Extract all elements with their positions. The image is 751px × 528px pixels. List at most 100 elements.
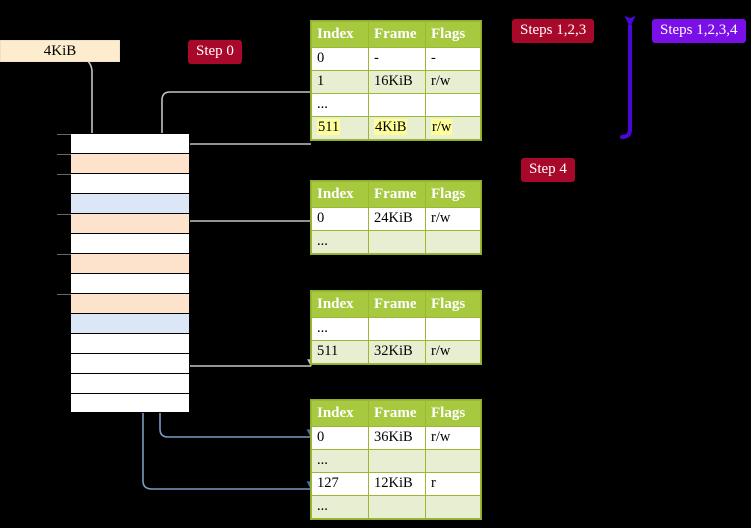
table-row: ... (311, 93, 481, 117)
cell-frame: 36KiB (368, 426, 426, 450)
cell-frame (368, 449, 426, 473)
memory-frame-tick (57, 254, 71, 255)
column-header-flags: Flags (425, 291, 481, 318)
cell-frame: 12KiB (368, 472, 426, 496)
memory-frame-row (57, 253, 190, 273)
steps-123-badge: Steps 1,2,3 (512, 19, 595, 43)
cell-flags (425, 317, 481, 341)
memory-frame-tick (57, 154, 71, 155)
column-header-flags: Flags (425, 21, 481, 48)
cell-flags: r (425, 472, 481, 496)
cell-frame: - (368, 47, 426, 71)
table-row: ... (311, 230, 481, 254)
cell-flags: - (425, 47, 481, 71)
steps-1234-badge: Steps 1,2,3,4 (652, 19, 746, 43)
cell-frame (368, 230, 426, 254)
memory-frame-row (70, 353, 190, 373)
cell-frame: 32KiB (368, 340, 426, 364)
memory-frame-row (70, 233, 190, 253)
wire-steps-1234-bracket (620, 16, 636, 139)
cell-flags (425, 230, 481, 254)
cell-frame: 4KiB (368, 116, 426, 140)
step-4-badge: Step 4 (521, 158, 575, 182)
cell-index: 511 (311, 116, 369, 140)
column-header-index: Index (311, 291, 369, 318)
wire-table0-row511-to-memory (177, 143, 311, 226)
memory-frame-row (70, 333, 190, 353)
cell-frame: 16KiB (368, 70, 426, 94)
memory-frame-row (57, 213, 190, 233)
cell-frame (368, 93, 426, 117)
cell-frame (368, 317, 426, 341)
column-header-frame: Frame (368, 400, 426, 427)
table-row: ... (311, 317, 481, 341)
wire-table2-row511-to-memory (177, 312, 315, 367)
cell-frame: 24KiB (368, 207, 426, 231)
memory-frame-row (57, 293, 190, 313)
memory-frame-row (70, 373, 190, 393)
cell-flags (425, 449, 481, 473)
cell-index: ... (311, 230, 369, 254)
cell-flags (425, 93, 481, 117)
memory-frame-tick (57, 294, 71, 295)
column-header-index: Index (311, 21, 369, 48)
cell-index: ... (311, 495, 369, 519)
column-header-index: Index (311, 400, 369, 427)
memory-frame-row (70, 193, 190, 213)
cell-flags: r/w (425, 116, 481, 140)
cell-flags: r/w (425, 70, 481, 94)
cell-flags: r/w (425, 426, 481, 450)
memory-frame-tick (57, 134, 71, 135)
column-header-index: Index (311, 181, 369, 208)
table-row: ... (311, 449, 481, 473)
column-header-frame: Frame (368, 21, 426, 48)
cell-index: 0 (311, 47, 369, 71)
column-header-flags: Flags (425, 181, 481, 208)
physical-memory-column (57, 133, 190, 413)
column-header-frame: Frame (368, 291, 426, 318)
size-label-4kib: 4KiB (0, 40, 120, 62)
memory-frame-row (57, 153, 190, 173)
cell-index: ... (311, 93, 369, 117)
cell-highlight: r/w (431, 119, 453, 135)
memory-frame-row (70, 273, 190, 293)
cell-index: 0 (311, 207, 369, 231)
memory-frame-row (70, 393, 190, 413)
step-0-badge: Step 0 (188, 40, 242, 64)
cell-flags: r/w (425, 207, 481, 231)
cell-flags: r/w (425, 340, 481, 364)
column-header-flags: Flags (425, 400, 481, 427)
memory-frame-tick (57, 174, 71, 175)
cell-index: 127 (311, 472, 369, 496)
table-row: ... (311, 495, 481, 519)
cell-index: ... (311, 449, 369, 473)
memory-frame-row (70, 313, 190, 333)
cell-highlight: 4KiB (374, 119, 408, 135)
memory-frame-tick (57, 214, 71, 215)
cell-index: 511 (311, 340, 369, 364)
memory-frame-row (57, 173, 190, 193)
cell-index: 0 (311, 426, 369, 450)
cell-index: ... (311, 317, 369, 341)
size-label-text: 4KiB (43, 42, 77, 59)
memory-frame-row (57, 133, 190, 153)
cell-frame (368, 495, 426, 519)
column-header-frame: Frame (368, 181, 426, 208)
cell-highlight: 511 (317, 119, 341, 135)
table-row: 511 4KiB r/w (311, 116, 481, 140)
table-row: 0-- (311, 47, 481, 71)
cell-flags (425, 495, 481, 519)
